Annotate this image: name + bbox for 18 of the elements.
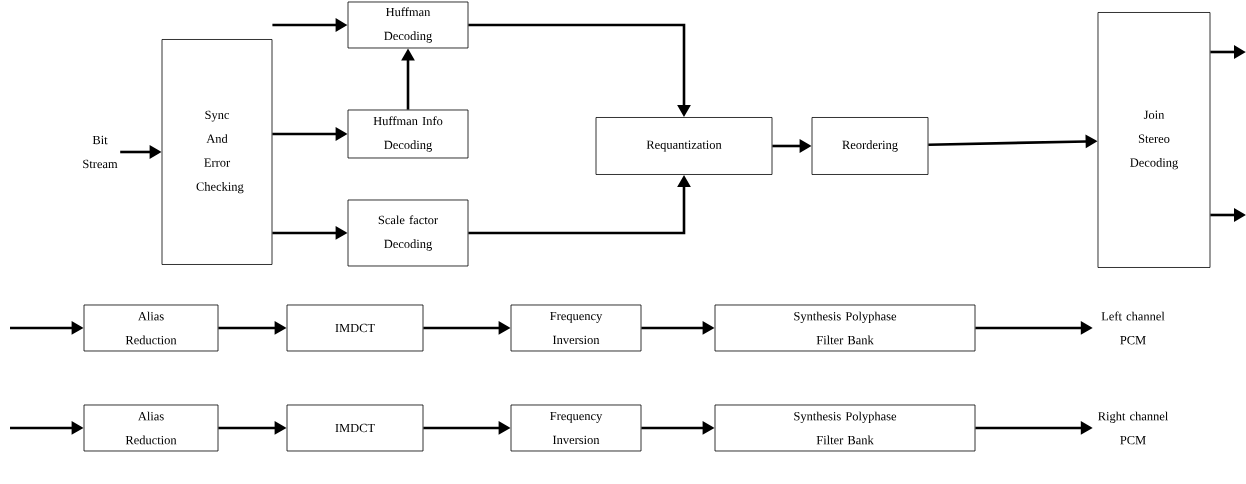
- label-text: Left channel PCM: [1101, 311, 1165, 345]
- process-box: Requantization: [595, 117, 773, 175]
- process-box: Synthesis Polyphase Filter Bank: [714, 404, 976, 452]
- process-box: IMDCT: [286, 404, 424, 452]
- process-box: Alias Reduction: [83, 304, 219, 352]
- process-box: Frequency Inversion: [510, 404, 642, 452]
- process-box: Huffman Decoding: [347, 1, 469, 49]
- process-box: IMDCT: [286, 304, 424, 352]
- process-box: Alias Reduction: [83, 404, 219, 452]
- process-box: Frequency Inversion: [510, 304, 642, 352]
- process-box: Join Stereo Decoding: [1097, 12, 1211, 268]
- process-box: Sync And Error Checking: [161, 39, 273, 265]
- process-box: Synthesis Polyphase Filter Bank: [714, 304, 976, 352]
- process-box: Scale factor Decoding: [347, 199, 469, 267]
- label-text: Bit Stream: [83, 135, 118, 169]
- label-text: Right channel PCM: [1098, 411, 1169, 445]
- process-box: Reordering: [811, 117, 929, 175]
- process-box: Huffman Info Decoding: [347, 109, 469, 159]
